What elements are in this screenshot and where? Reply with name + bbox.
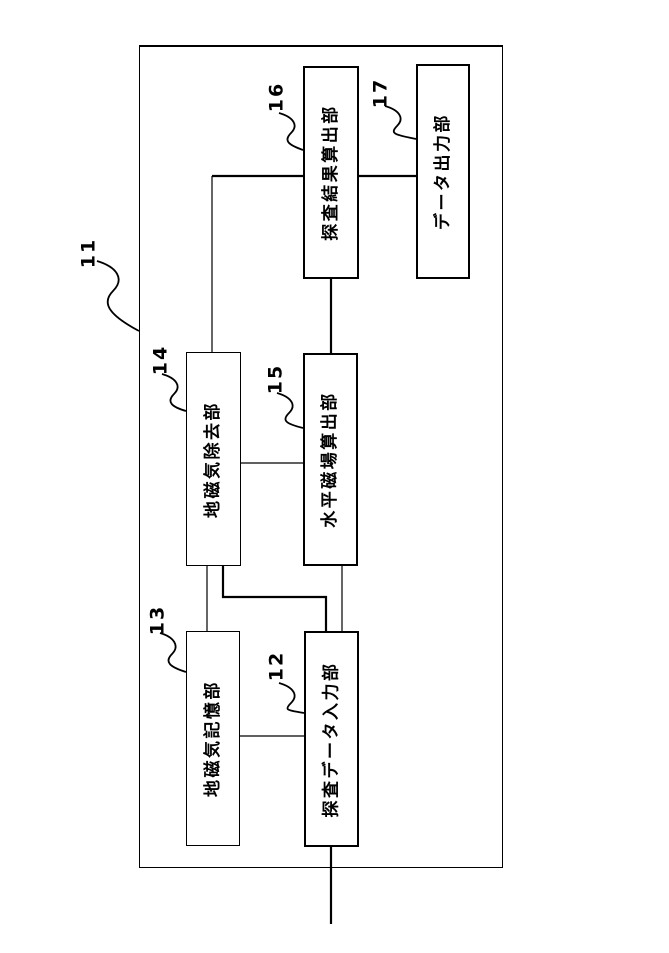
block-label: 水平磁場算出部 [320, 391, 340, 528]
block-horizontal-magnetic-field-calculation-unit: 水平磁場算出部 [303, 353, 358, 566]
ref-label-16: 16 [265, 81, 288, 113]
block-label: 地磁気除去部 [203, 400, 223, 518]
block-label: 探査結果算出部 [320, 104, 341, 241]
line-14-12-jog [221, 566, 328, 631]
block-exploration-result-calculation-unit: 探査結果算出部 [303, 66, 359, 279]
leader-11 [96, 260, 140, 332]
ref-label-13: 13 [146, 604, 169, 636]
ref-label-14: 14 [149, 344, 172, 376]
system-boundary-box [139, 45, 503, 868]
ref-label-12: 12 [265, 650, 288, 682]
block-geomagnetism-removal-unit: 地磁気除去部 [186, 352, 241, 566]
leader-12 [278, 682, 305, 714]
ref-label-17: 17 [369, 77, 392, 109]
block-label: 探査データ入力部 [321, 661, 341, 817]
leader-14 [161, 373, 187, 412]
block-label: 地磁気記憶部 [202, 680, 223, 797]
block-label: データ出力部 [432, 113, 453, 230]
leader-13 [159, 632, 187, 673]
leader-squiggles [96, 105, 417, 714]
leader-17 [384, 105, 417, 140]
thick-connectors [212, 174, 416, 924]
block-exploration-data-input-unit: 探査データ入力部 [304, 631, 359, 847]
ref-label-11: 11 [77, 237, 100, 269]
leader-16 [278, 112, 304, 151]
leader-15 [276, 392, 304, 429]
block-data-output-unit: データ出力部 [416, 64, 470, 279]
ref-label-15: 15 [264, 363, 287, 395]
thin-connectors [206, 176, 343, 737]
block-geomagnetism-storage-unit: 地磁気記憶部 [186, 631, 240, 846]
